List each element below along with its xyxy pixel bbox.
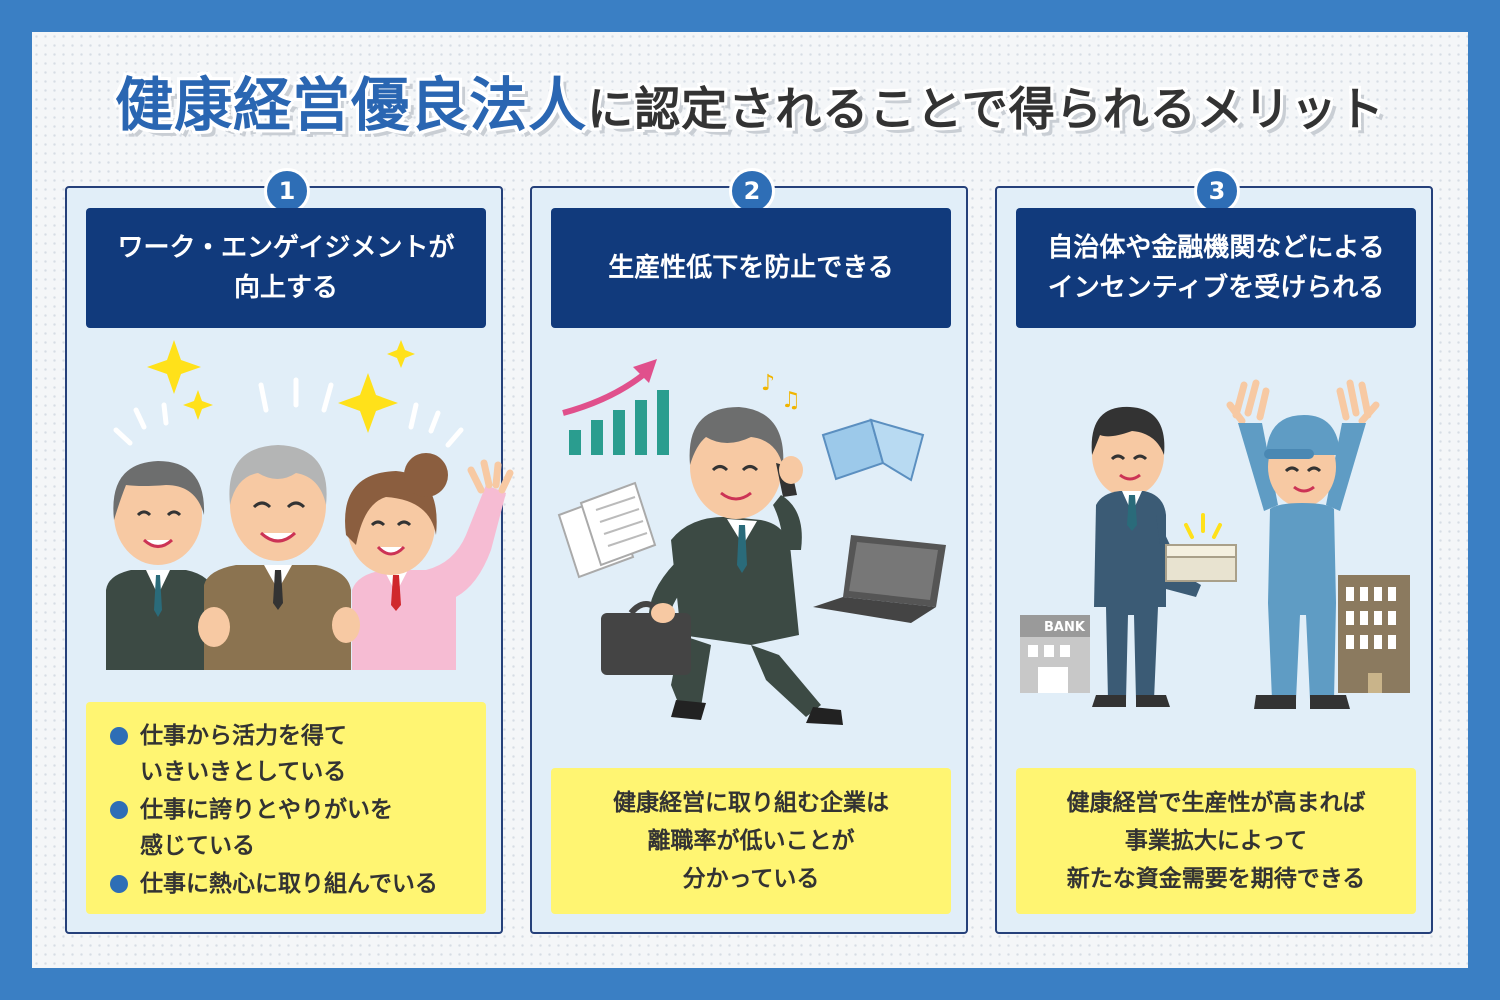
merit-note-3: 健康経営で生産性が高まれば 事業拡大によって 新たな資金需要を期待できる [1016, 768, 1416, 914]
bullet-item: 仕事に誇りとやりがいを 感じている [110, 792, 393, 864]
card-heading-1: ワーク・エンゲイジメントが 向上する [86, 208, 486, 328]
bullet-dot-icon [110, 727, 128, 745]
bullet-dot-icon [110, 875, 128, 893]
bullet-text: 仕事に熱心に取り組んでいる [140, 871, 438, 897]
bullet-item: 仕事に熱心に取り組んでいる [110, 866, 438, 902]
bullet-dot-icon [110, 801, 128, 819]
bullet-text: 仕事に誇りとやりがいを 感じている [140, 797, 393, 859]
svg-text:♪: ♪ [761, 371, 775, 396]
incentive-illustration: BANK [1020, 379, 1410, 709]
card-heading-3: 自治体や金融機関などによる インセンティブを受けられる [1016, 208, 1416, 328]
svg-text:♫: ♫ [781, 388, 801, 413]
page-title: 健康経営優良法人に認定されることで得られるメリット [0, 58, 1500, 139]
card-number-3: 3 [1194, 168, 1240, 214]
productivity-illustration: ♪ ♫ [557, 359, 946, 725]
engagement-illustration [106, 340, 514, 670]
card-heading-2: 生産性低下を防止できる [551, 208, 951, 328]
bullet-item: 仕事から活力を得て いきいきとしている [110, 718, 347, 790]
title-rest: に認定されることで得られるメリット [587, 82, 1385, 136]
merit-note-2: 健康経営に取り組む企業は 離職率が低いことが 分かっている [551, 768, 951, 914]
title-highlight: 健康経営優良法人 [115, 71, 588, 139]
bullet-text: 仕事から活力を得て いきいきとしている [140, 723, 347, 785]
card-number-1: 1 [264, 168, 310, 214]
merit-notes-1: 仕事から活力を得て いきいきとしている 仕事に誇りとやりがいを 感じている 仕事… [86, 702, 486, 914]
bank-sign: BANK [1044, 620, 1086, 635]
